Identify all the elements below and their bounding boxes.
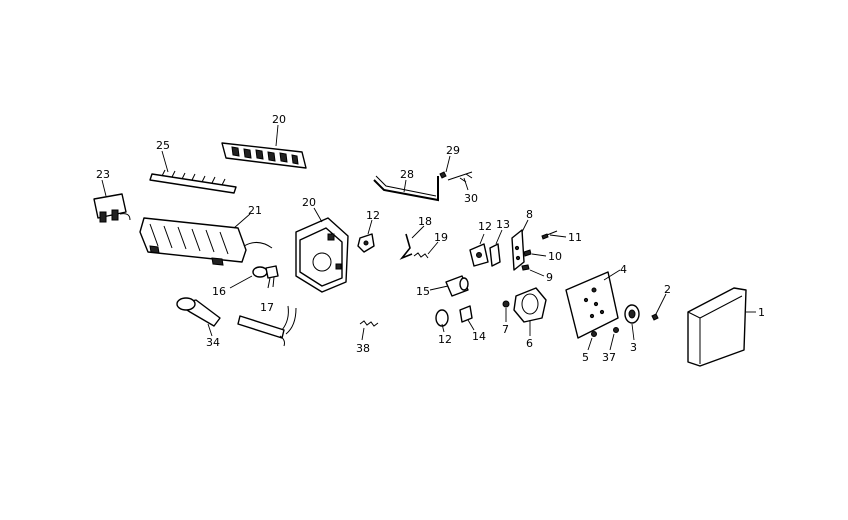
part-12-gear-lower: [435, 309, 449, 333]
label-17: 17: [260, 301, 274, 314]
label-12-mid: 12: [478, 220, 492, 233]
label-14: 14: [472, 330, 486, 343]
label-28: 28: [400, 168, 414, 181]
part-26-ejector-bar: [221, 124, 307, 169]
part-23-block: [93, 179, 131, 223]
part-7-screw: [502, 300, 510, 322]
part-10-screw: [523, 249, 547, 257]
label-2: 2: [664, 283, 671, 296]
label-34: 34: [206, 336, 220, 349]
part-9-screw: [521, 264, 545, 277]
label-26: 20: [272, 113, 286, 126]
part-25-stripper-rake: [149, 150, 237, 194]
label-1: 1: [758, 306, 765, 319]
part-38-spring: [359, 320, 379, 341]
part-2-screw: [651, 293, 667, 321]
label-21: 21: [248, 204, 262, 217]
part-5-screw: [587, 331, 597, 351]
part-37-screw: [609, 327, 619, 351]
label-7: 7: [502, 323, 509, 336]
label-18: 18: [418, 215, 432, 228]
part-13-clip: [489, 229, 503, 267]
part-8-plate: [511, 219, 529, 271]
part-34-fill-tube: [176, 297, 221, 337]
label-30: 30: [464, 192, 478, 205]
part-21-ice-mold: [139, 213, 273, 266]
part-4-module-board: [565, 269, 621, 339]
part-3-gear: [624, 304, 640, 341]
label-10: 10: [548, 250, 562, 263]
label-16: 16: [212, 285, 226, 298]
part-15-coupling: [429, 275, 469, 297]
label-9: 9: [546, 271, 553, 284]
label-12-upper: 12: [366, 209, 380, 222]
label-5: 5: [582, 351, 589, 364]
label-11: 11: [568, 231, 582, 244]
label-3: 3: [630, 341, 637, 354]
label-38: 38: [356, 342, 370, 355]
label-15: 15: [416, 285, 430, 298]
label-20: 20: [302, 196, 316, 209]
part-11-screw: [541, 230, 567, 240]
label-29: 29: [446, 144, 460, 157]
part-19-spring: [413, 241, 439, 259]
label-25: 25: [156, 139, 170, 152]
part-16-thermostat: [229, 266, 268, 289]
label-13: 13: [496, 218, 510, 231]
label-8: 8: [526, 208, 533, 221]
label-6: 6: [526, 337, 533, 350]
part-17-fuse: [265, 265, 279, 289]
part-28-shutoff-arm: [373, 155, 473, 202]
label-37: 37: [602, 351, 616, 364]
part-labels: 20 25 23 21 20 29 28 30 12 18 19 12 13 8…: [96, 113, 765, 364]
part-12-bracket-mid: [469, 233, 489, 267]
part-12-cam-upper: [357, 219, 375, 253]
part-1-cover: [687, 287, 756, 367]
label-19: 19: [434, 231, 448, 244]
part-6-motor: [513, 287, 547, 336]
label-12-lower: 12: [438, 333, 452, 346]
part-20-control-housing: [295, 207, 349, 293]
wire-harness: [237, 305, 297, 347]
part-14-switch: [459, 305, 475, 331]
label-4: 4: [620, 263, 627, 276]
label-23: 23: [96, 168, 110, 181]
part-18-lever: [399, 225, 425, 260]
